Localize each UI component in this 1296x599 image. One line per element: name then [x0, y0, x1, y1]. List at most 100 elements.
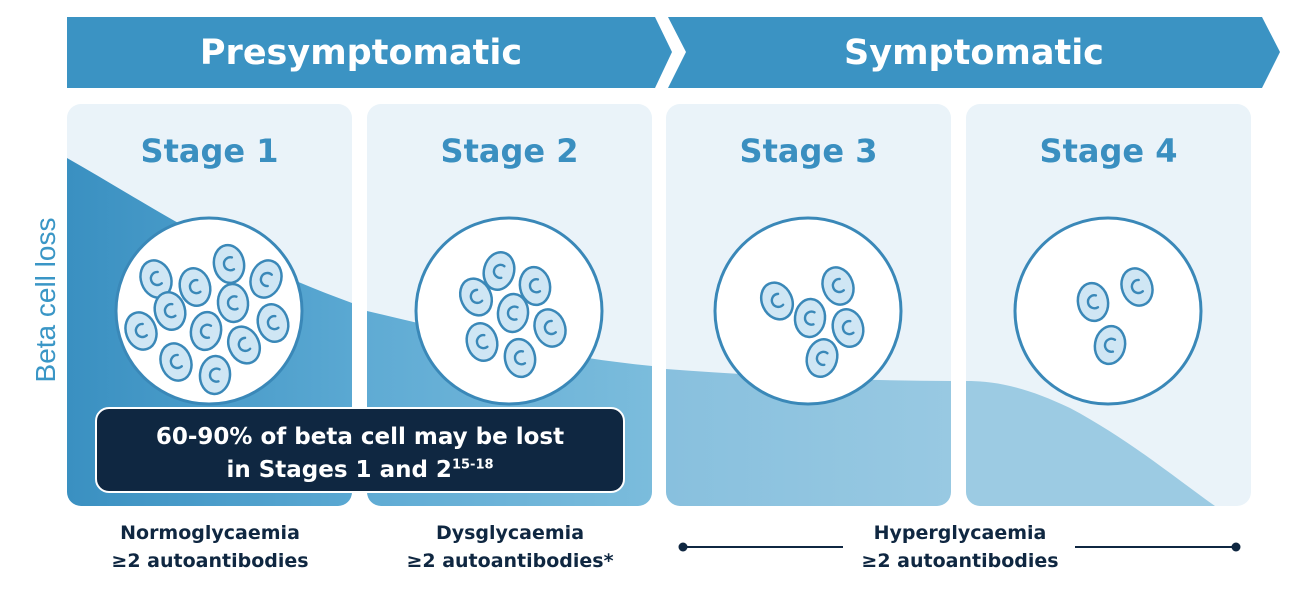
beta-cell-nucleus	[149, 270, 164, 287]
presymptomatic-banner	[67, 17, 672, 88]
glycaemia-autoantibodies: ≥2 autoantibodies	[861, 550, 1059, 572]
beta-cell-body	[216, 282, 250, 324]
beta-cell-nucleus	[831, 277, 846, 294]
beta-cell-body	[518, 265, 552, 307]
beta-cell-body	[831, 307, 865, 349]
beta-cell	[518, 265, 552, 307]
beta-cell-nucleus	[513, 350, 527, 366]
beta-cell	[793, 297, 827, 339]
beta-cell-body	[805, 337, 839, 379]
beta-cell	[212, 243, 246, 285]
beta-cell-body	[496, 292, 530, 334]
beta-cell	[533, 308, 567, 348]
beta-cell	[198, 354, 232, 396]
beta-cell	[1076, 281, 1110, 323]
beta-cell-nucleus	[259, 271, 274, 288]
callout-citation: 15-18	[451, 457, 494, 473]
beta-cell-body	[1093, 324, 1127, 366]
stage-3-4-glycaemia: Hyperglycaemia ≥2 autoantibodies	[830, 519, 1090, 575]
beta-cell-body	[249, 259, 283, 299]
beta-cell-nucleus	[492, 263, 506, 280]
beta-cell-body	[503, 337, 537, 379]
stage-4-title: Stage 4	[1039, 132, 1178, 170]
glycaemia-status: Hyperglycaemia	[873, 522, 1047, 544]
beta-cell	[465, 321, 499, 363]
bracket-dot-right	[1231, 542, 1241, 552]
beta-cell-nucleus	[237, 336, 252, 353]
beta-cell-nucleus	[222, 256, 236, 272]
beta-cell-body	[256, 302, 290, 344]
callout-line-2: in Stages 1 and 2	[226, 457, 452, 483]
beta-cell-nucleus	[134, 322, 149, 339]
stage-1-glycaemia: Normoglycaemia ≥2 autoantibodies	[80, 519, 340, 575]
beta-cell	[1120, 267, 1154, 307]
beta-cell	[805, 337, 839, 379]
stage-1-title: Stage 1	[140, 132, 279, 170]
beta-cell	[216, 282, 250, 324]
beta-cell-body	[153, 290, 187, 332]
beta-cell-body	[533, 308, 567, 348]
beta-cell-nucleus	[469, 288, 484, 305]
beta-cell	[458, 277, 494, 317]
beta-cell-body	[198, 354, 232, 396]
beta-cell-body	[178, 266, 212, 308]
beta-cell-nucleus	[188, 278, 202, 295]
presymptomatic-label: Presymptomatic	[199, 33, 523, 73]
glycaemia-autoantibodies: ≥2 autoantibodies	[111, 550, 309, 572]
beta-cell-nucleus	[803, 310, 816, 326]
beta-cell	[759, 281, 795, 321]
beta-cell	[821, 266, 855, 306]
bracket-dot-left	[678, 542, 688, 552]
beta-cell-nucleus	[226, 295, 239, 311]
beta-cell	[189, 310, 223, 352]
beta-cell-nucleus	[163, 302, 177, 319]
beta-cell-nucleus	[528, 278, 542, 294]
beta-cell-body	[159, 342, 193, 382]
beta-cell-nucleus	[543, 319, 558, 336]
beta-cell-body	[759, 281, 795, 321]
beta-cell-body	[124, 311, 158, 351]
symptomatic-banner	[668, 17, 1280, 88]
beta-cell-nucleus	[1130, 278, 1145, 295]
beta-cell-body	[465, 321, 499, 363]
beta-cell	[1093, 324, 1127, 366]
beta-cell	[124, 311, 158, 351]
beta-cell-nucleus	[1103, 337, 1117, 353]
beta-cell-nucleus	[208, 367, 221, 383]
beta-cell-body	[189, 310, 223, 352]
beta-cell-nucleus	[266, 314, 280, 331]
beta-cell	[831, 307, 865, 349]
beta-cell-nucleus	[770, 292, 785, 309]
beta-cell	[159, 342, 193, 382]
beta-cell-body	[1120, 267, 1154, 307]
symptomatic-label: Symptomatic	[844, 33, 1104, 73]
glycaemia-autoantibodies: ≥2 autoantibodies*	[406, 550, 614, 572]
beta-cell-nucleus	[199, 323, 213, 339]
stage-3-title: Stage 3	[739, 132, 878, 170]
beta-cell-body	[482, 250, 516, 292]
stage-4-area	[966, 381, 1215, 506]
beta-cell	[178, 266, 212, 308]
beta-cell	[249, 259, 283, 299]
beta-cell-nucleus	[815, 350, 829, 367]
y-axis-label: Beta cell loss	[30, 217, 61, 383]
glycaemia-status: Dysglycaemia	[435, 522, 585, 544]
beta-cell	[226, 325, 262, 365]
callout-line-2-wrap: in Stages 1 and 215-18	[97, 454, 623, 487]
beta-cell	[503, 337, 537, 379]
beta-cell-nucleus	[169, 353, 184, 370]
beta-cell-body	[226, 325, 262, 365]
beta-cell-body	[1076, 281, 1110, 323]
beta-cell	[256, 302, 290, 344]
beta-cell-nucleus	[475, 333, 489, 350]
beta-cell-body	[212, 243, 246, 285]
beta-cell-nucleus	[841, 319, 855, 336]
callout-line-1: 60-90% of beta cell may be lost	[155, 424, 565, 450]
beta-cell-body	[793, 297, 827, 339]
beta-cell	[153, 290, 187, 332]
beta-cell-nucleus	[506, 305, 519, 321]
beta-cell-body	[458, 277, 494, 317]
beta-cell	[482, 250, 516, 292]
beta-cell-loss-callout: 60-90% of beta cell may be lost in Stage…	[95, 407, 625, 493]
stage-2-glycaemia: Dysglycaemia ≥2 autoantibodies*	[380, 519, 640, 575]
